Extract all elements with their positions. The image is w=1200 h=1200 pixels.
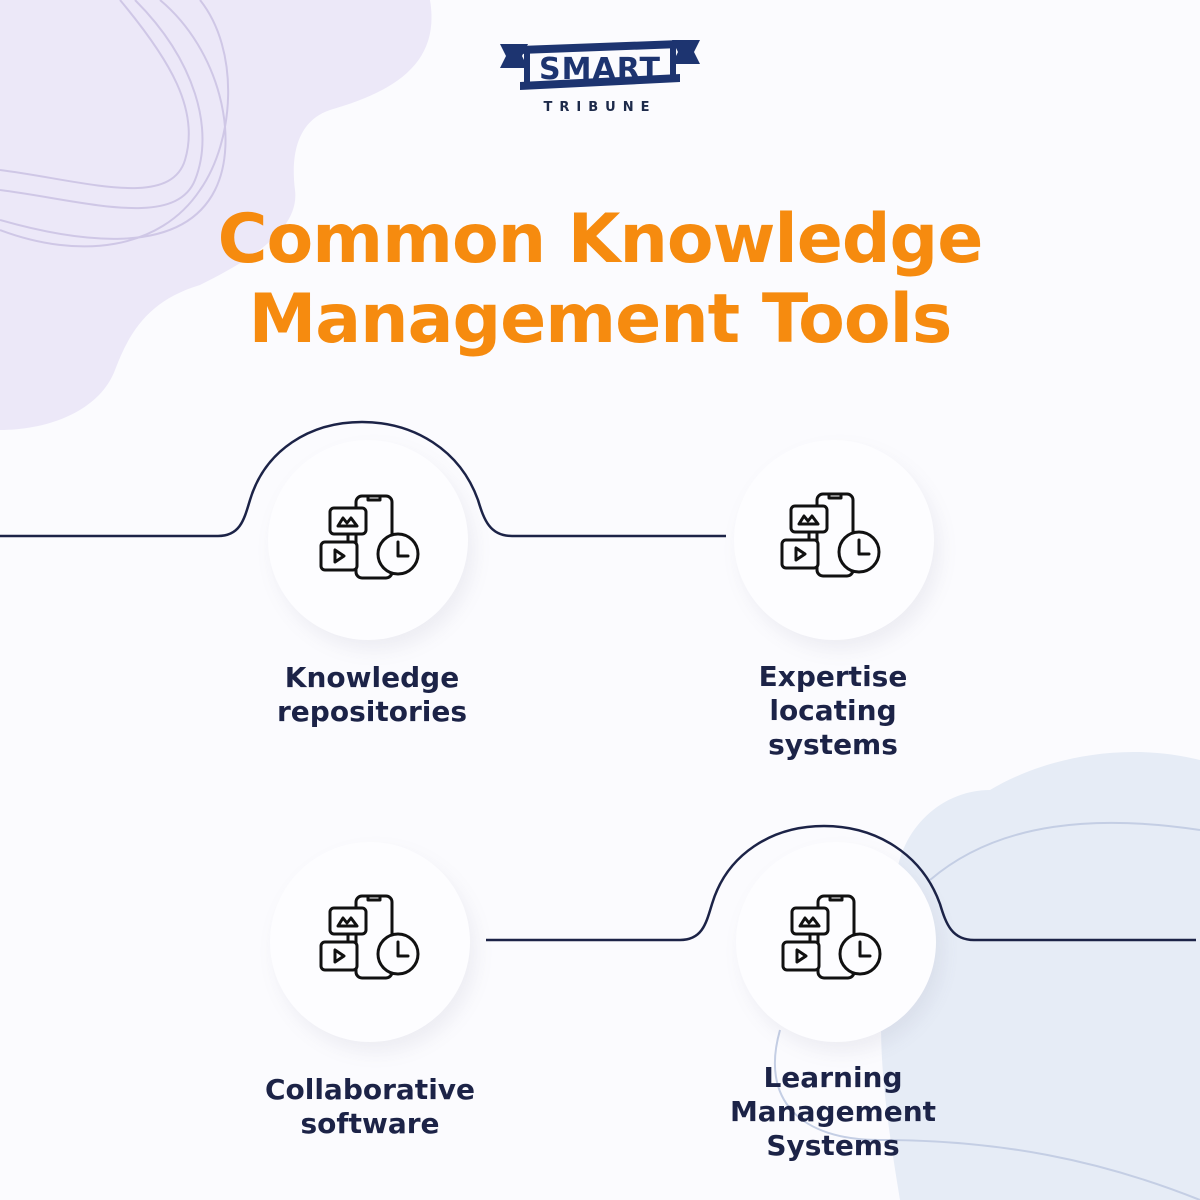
media-devices-clock-icon xyxy=(781,894,882,980)
media-devices-clock-icon xyxy=(780,492,881,578)
banner-ribbon-icon xyxy=(500,40,700,90)
media-devices-clock-icon xyxy=(319,494,420,580)
node-label-learning-management-systems: Learning Management Systems xyxy=(729,1061,937,1162)
media-devices-clock-icon xyxy=(319,894,420,980)
brand-name: SMART xyxy=(539,52,661,87)
node-label-knowledge-repositories: Knowledge repositories xyxy=(276,661,468,728)
node-label-expertise-locating-systems: Expertise locating systems xyxy=(758,660,908,761)
brand-subtitle: TRIBUNE xyxy=(543,100,657,115)
blue-swirl-lines xyxy=(774,821,1200,1200)
title-line-1: Common Knowledge xyxy=(217,200,984,279)
page-title: Common Knowledge Management Tools xyxy=(0,200,1200,360)
connector-bottom xyxy=(486,824,1196,942)
purple-blob xyxy=(0,0,432,430)
node-label-collaborative-software: Collaborative software xyxy=(264,1073,476,1140)
connector-top xyxy=(0,420,726,538)
purple-swirl-lines xyxy=(0,0,230,248)
title-line-2: Management Tools xyxy=(248,280,953,359)
blue-blob xyxy=(881,751,1200,1200)
brand-logo: SMART TRIBUNE xyxy=(500,38,700,118)
